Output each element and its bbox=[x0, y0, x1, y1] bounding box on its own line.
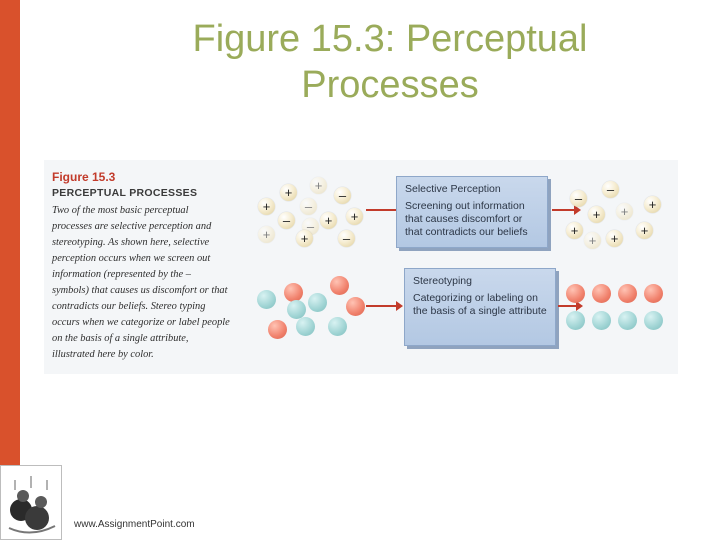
teal-person-dot bbox=[287, 300, 306, 319]
teal-person-dot bbox=[328, 317, 347, 336]
red-person-dot bbox=[268, 320, 287, 339]
selective-perception-panel: Selective Perception Screening out infor… bbox=[396, 176, 548, 248]
symbol-bubble: + bbox=[296, 230, 313, 247]
selective-perception-title: Selective Perception bbox=[405, 183, 501, 195]
selective-perception-description: Screening out information that causes di… bbox=[405, 200, 528, 238]
symbol-bubble: – bbox=[570, 190, 587, 207]
teal-person-dot bbox=[618, 311, 637, 330]
teal-person-dot bbox=[296, 317, 315, 336]
arrow-right-icon bbox=[558, 301, 583, 311]
red-person-dot bbox=[618, 284, 637, 303]
figure-caption: Two of the most basic perceptual process… bbox=[52, 205, 230, 360]
symbol-bubble: + bbox=[588, 206, 605, 223]
teal-person-dot bbox=[644, 311, 663, 330]
red-person-dot bbox=[644, 284, 663, 303]
slide-title: Figure 15.3: Perceptual Processes bbox=[90, 16, 690, 108]
stereotyping-description: Categorizing or labeling on the basis of… bbox=[413, 292, 547, 317]
figure-panel: Figure 15.3 PERCEPTUAL PROCESSES Two of … bbox=[44, 160, 678, 374]
teal-person-dot bbox=[592, 311, 611, 330]
symbol-bubble: – bbox=[338, 230, 355, 247]
symbol-bubble: + bbox=[644, 196, 661, 213]
symbol-bubble: + bbox=[616, 203, 633, 220]
symbol-bubble: + bbox=[310, 177, 327, 194]
symbol-bubble: + bbox=[566, 222, 583, 239]
red-person-dot bbox=[346, 297, 365, 316]
red-person-dot bbox=[592, 284, 611, 303]
accent-bar bbox=[0, 0, 20, 540]
red-person-dot bbox=[284, 283, 303, 302]
red-person-dot bbox=[566, 284, 585, 303]
logo-icon bbox=[0, 465, 62, 540]
symbol-bubble: + bbox=[258, 226, 275, 243]
arrow-right-icon bbox=[552, 205, 581, 215]
symbol-bubble: + bbox=[636, 222, 653, 239]
symbol-bubble: + bbox=[346, 208, 363, 225]
stereotyping-panel: Stereotyping Categorizing or labeling on… bbox=[404, 268, 556, 346]
teal-person-dot bbox=[308, 293, 327, 312]
figure-text-block: Figure 15.3 PERCEPTUAL PROCESSES Two of … bbox=[52, 170, 230, 363]
arrow-right-icon bbox=[366, 205, 403, 215]
footer-url: www.AssignmentPoint.com bbox=[74, 519, 195, 530]
symbol-bubble: – bbox=[602, 181, 619, 198]
symbol-bubble: + bbox=[606, 230, 623, 247]
stereotyping-title: Stereotyping bbox=[413, 275, 472, 287]
symbol-bubble: – bbox=[300, 198, 317, 215]
figure-name: PERCEPTUAL PROCESSES bbox=[52, 187, 198, 199]
symbol-bubble: + bbox=[320, 212, 337, 229]
figure-number: Figure 15.3 bbox=[52, 170, 116, 184]
slide-title-line2: Processes bbox=[301, 64, 479, 106]
teal-person-dot bbox=[257, 290, 276, 309]
symbol-bubble: + bbox=[584, 232, 601, 249]
arrow-right-icon bbox=[366, 301, 403, 311]
symbol-bubble: – bbox=[334, 187, 351, 204]
slide-title-line1: Figure 15.3: Perceptual bbox=[192, 18, 588, 60]
red-person-dot bbox=[330, 276, 349, 295]
symbol-bubble: + bbox=[280, 184, 297, 201]
symbol-bubble: – bbox=[278, 212, 295, 229]
teal-person-dot bbox=[566, 311, 585, 330]
symbol-bubble: + bbox=[258, 198, 275, 215]
